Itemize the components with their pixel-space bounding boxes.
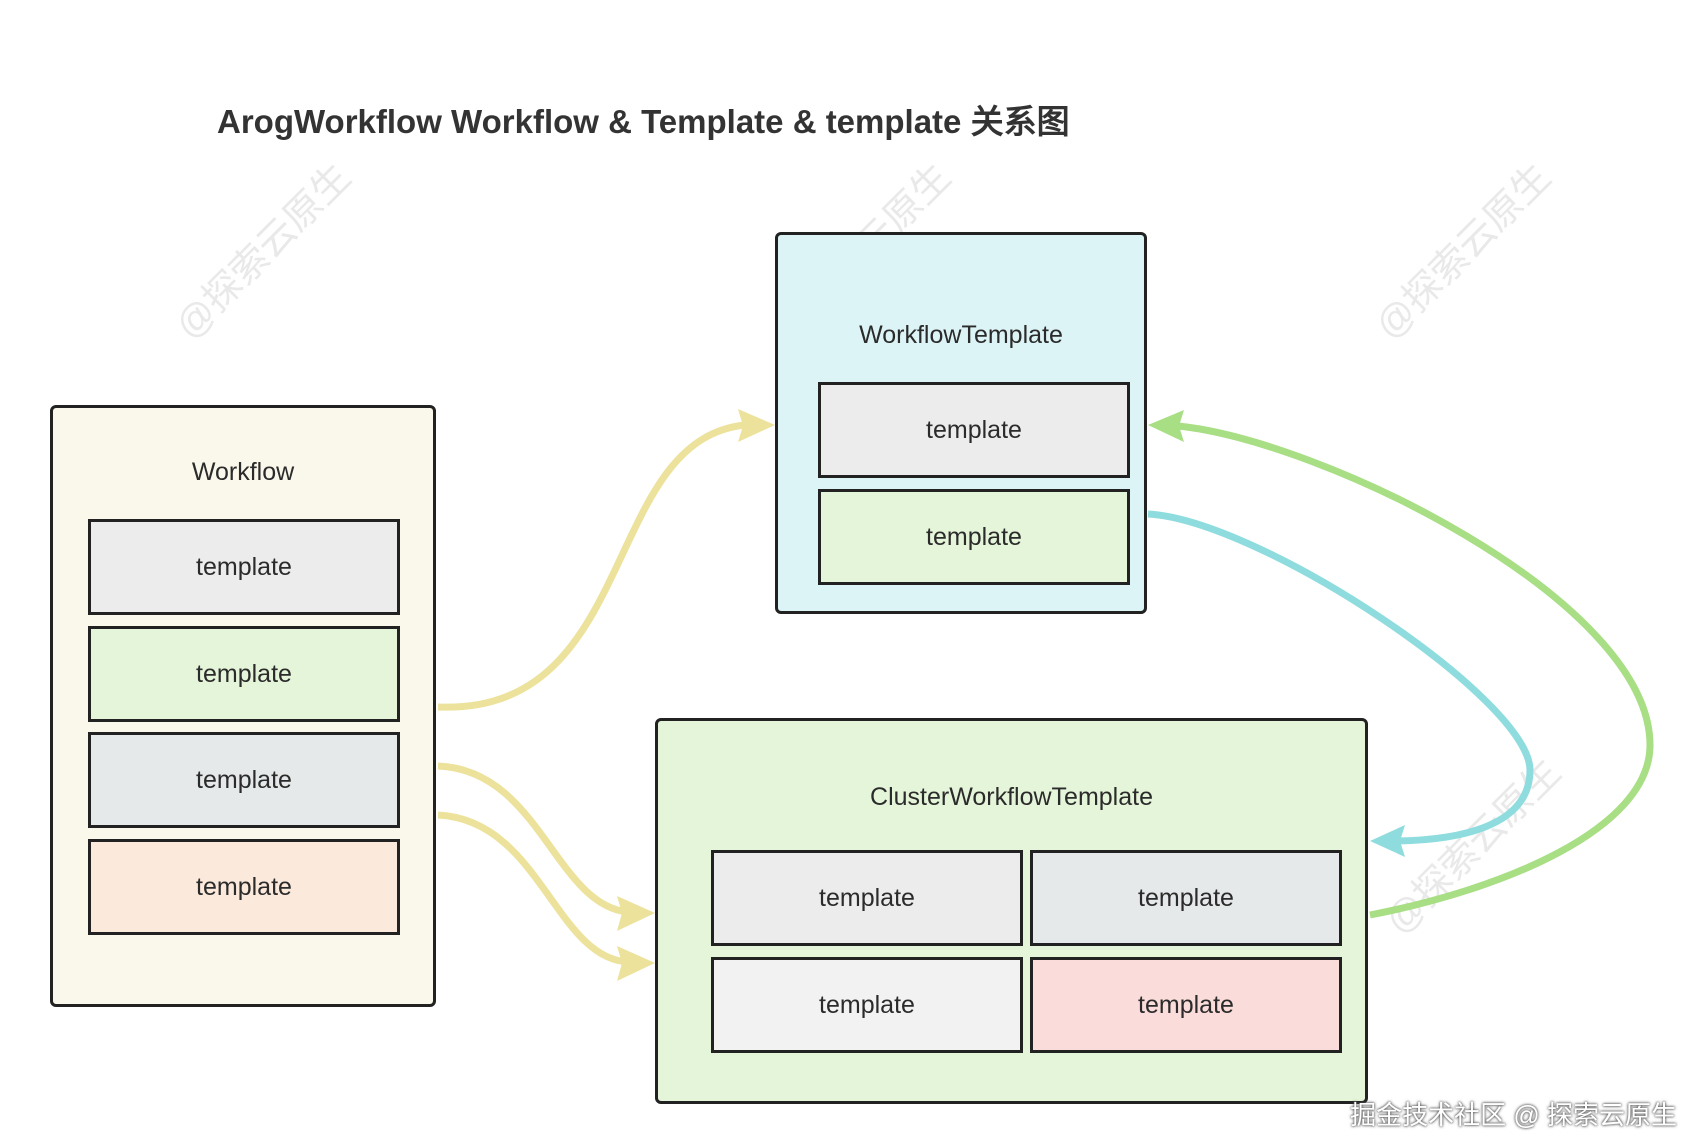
arrowhead-cluster-2 bbox=[617, 946, 655, 981]
arrow-workflow-to-cluster-1 bbox=[437, 762, 629, 916]
arrow-workflow-to-workflowtemplate bbox=[437, 421, 746, 711]
diagram-title: ArogWorkflow Workflow & Template & templ… bbox=[217, 103, 1070, 140]
cluster-workflow-template-label: ClusterWorkflowTemplate bbox=[870, 783, 1153, 811]
cwt-template-2: template bbox=[1030, 850, 1342, 946]
cwt-template-3: template bbox=[711, 957, 1023, 1053]
workflow-template-1: template bbox=[88, 519, 400, 615]
wt-template-1: template bbox=[818, 382, 1130, 478]
workflow-template-container: WorkflowTemplate template template bbox=[775, 232, 1147, 614]
arrowhead-cluster-1 bbox=[617, 896, 655, 931]
arrow-workflow-to-cluster-2 bbox=[437, 811, 629, 966]
workflow-label: Workflow bbox=[191, 458, 295, 486]
arrow-cluster-to-workflowtemplate bbox=[1177, 422, 1654, 919]
workflow-container: Workflow template template template temp… bbox=[50, 405, 436, 1007]
workflow-template-4: template bbox=[88, 839, 400, 935]
cluster-workflow-template-container: ClusterWorkflowTemplate template templat… bbox=[655, 718, 1368, 1104]
arrow-workflowtemplate-to-cluster bbox=[1147, 510, 1534, 845]
workflow-template-2: template bbox=[88, 626, 400, 722]
cwt-template-4: template bbox=[1030, 957, 1342, 1053]
workflow-template-3: template bbox=[88, 732, 400, 828]
footer-watermark: 掘金技术社区 @ 探索云原生 bbox=[1350, 1100, 1677, 1130]
workflow-template-label: WorkflowTemplate bbox=[859, 321, 1063, 349]
arrowhead-workflowtemplate bbox=[738, 409, 775, 442]
arrowhead-workflowtemplate-green bbox=[1148, 410, 1184, 442]
wt-template-2: template bbox=[818, 489, 1130, 585]
cwt-template-1: template bbox=[711, 850, 1023, 946]
arrowhead-cluster-cyan bbox=[1370, 825, 1405, 857]
